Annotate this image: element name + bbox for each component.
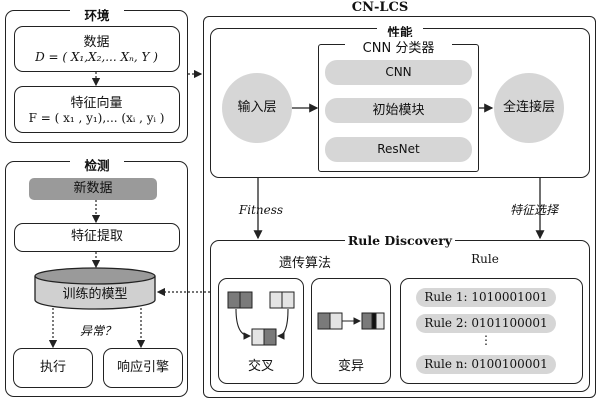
cnn-classifier-title: CNN 分类器 xyxy=(345,37,452,56)
performance-title: 性能 xyxy=(377,22,423,41)
feature-vector-label: 特征向量 xyxy=(70,96,123,111)
data-formula: D = ( X₁,X₂,... Xₙ, Y ) xyxy=(35,50,158,64)
trained-model-label: 训练的模型 xyxy=(62,287,128,302)
rule-discovery-title: Rule Discovery xyxy=(345,233,455,248)
cnn-item-cnn: CNN xyxy=(325,60,472,85)
rule-item-n: Rule n: 0100100001 xyxy=(416,355,556,374)
mutation-label: 变异 xyxy=(337,359,364,374)
crossover-chromosomes-icon xyxy=(227,291,295,346)
environment-title: 环境 xyxy=(70,5,124,24)
mutation-chromosomes-icon xyxy=(317,312,385,330)
rule-title: Rule xyxy=(471,252,499,266)
feature-select-label: 特征选择 xyxy=(509,203,558,217)
ga-title: 遗传算法 xyxy=(278,256,331,271)
execute-box: 执行 xyxy=(13,348,93,388)
rule-ellipsis: ⋮ xyxy=(480,333,492,347)
anomaly-label: 异常？ xyxy=(79,324,116,338)
feature-vector-box: 特征向量 F = ( x₁ , y₁),... (xᵢ , yᵢ ) xyxy=(14,86,180,133)
cnn-item-resnet: ResNet xyxy=(325,137,472,162)
fc-layer-node: 全连接层 xyxy=(494,73,564,143)
mutation-box xyxy=(311,278,391,384)
feature-extract-box: 特征提取 xyxy=(14,223,180,252)
input-layer-node: 输入层 xyxy=(222,73,292,143)
data-box: 数据 D = ( X₁,X₂,... Xₙ, Y ) xyxy=(14,26,180,72)
fitness-label: Fitness xyxy=(238,203,284,217)
cnlcs-title: CN-LCS xyxy=(351,0,409,15)
feature-vector-formula: F = ( x₁ , y₁),... (xᵢ , yᵢ ) xyxy=(28,111,165,125)
detection-title: 检测 xyxy=(70,155,124,174)
rule-item-1: Rule 1: 1010001001 xyxy=(416,288,556,307)
cnn-item-inception: 初始模块 xyxy=(325,98,472,123)
rule-item-2: Rule 2: 0101100001 xyxy=(416,314,556,333)
new-data-box: 新数据 xyxy=(29,178,157,200)
data-label: 数据 xyxy=(83,35,110,50)
response-engine-box: 响应引擎 xyxy=(103,348,183,388)
crossover-label: 交叉 xyxy=(247,359,274,374)
